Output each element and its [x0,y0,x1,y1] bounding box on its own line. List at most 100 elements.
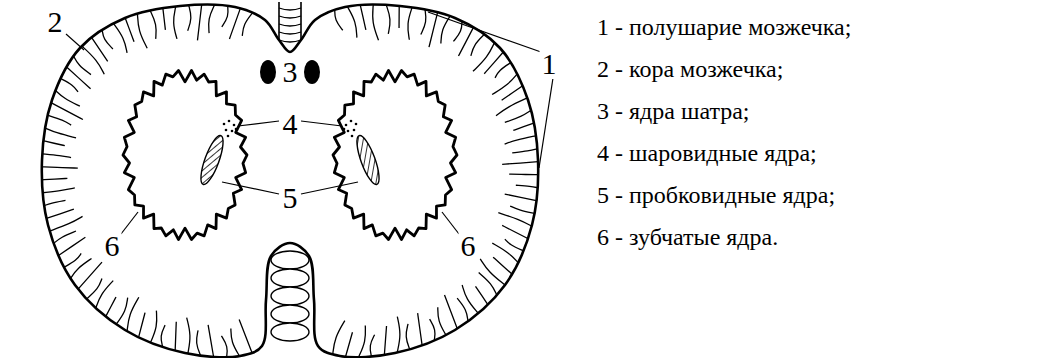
folium-line [221,336,227,357]
folium-line [231,328,240,356]
globose-dot [345,124,348,127]
key-line: 4 - шаровидные ядра; [597,141,817,165]
callout-number: 5 [281,183,300,213]
folium-line [445,295,458,329]
key-line: 1 - полушарие мозжечка; [597,15,851,39]
folium-line [125,18,134,42]
folium-line [42,154,71,158]
folium-line [242,13,252,36]
folium-line [408,7,412,39]
folium-line [516,185,538,187]
folium-line [398,6,399,28]
folium-line [116,298,128,325]
folium-line [406,324,410,349]
folium-line [113,23,127,53]
folium-line [502,225,528,238]
folium-line [174,6,177,38]
folium-line [370,335,374,357]
folium-line [127,297,139,331]
folium-line [67,67,91,89]
folium-line [64,253,81,267]
globose-dot [353,129,356,132]
leader-line [539,78,553,168]
folium-line [139,313,145,338]
vermis-top [279,2,301,42]
leader-line [66,34,84,50]
key-line: 5 - пробковидные ядра; [597,183,835,207]
folium-line [493,257,512,274]
callout-number: 6 [103,231,122,261]
folium-line [222,6,228,27]
folium-line [55,90,79,106]
folium-line [386,5,390,34]
folium-line [208,325,213,357]
dentate-nucleus [333,70,457,239]
vermis-oval [271,269,309,287]
folium-line [347,7,357,38]
folium-line [58,237,85,255]
folium-line [74,56,91,75]
folium-line [480,259,505,285]
callout-number: 2 [46,7,65,37]
emboliform-nucleus [353,133,384,187]
callout-number: 3 [281,57,300,87]
folium-line [51,103,83,120]
folium-line [61,78,78,91]
folium-line [471,34,485,56]
globose-dot [228,120,231,123]
folium-line [46,209,73,218]
globose-dot [347,130,350,133]
folium-line [44,200,65,205]
folium-line [163,8,166,30]
fastigial-nucleus [304,60,320,84]
folium-line [50,216,83,231]
folium-line [429,12,438,47]
folium-line [45,128,76,138]
folium-line [510,206,534,213]
folium-line [43,141,64,146]
folium-line [87,279,102,299]
folium-line [96,281,113,308]
folium-line [473,42,495,71]
folium-line [505,194,537,201]
key-line: 2 - кора мозжечка; [597,57,783,81]
folium-line [438,307,446,335]
folium-line [239,319,252,353]
vermis-oval [271,287,309,305]
folium-line [513,123,534,130]
leader-line [238,121,279,126]
folium-line [42,178,67,179]
folium-line [197,330,201,355]
folium-line [333,321,345,355]
folium-line [78,262,102,289]
folium-line [430,319,435,341]
callout-number: 6 [459,231,478,261]
folium-line [71,258,92,278]
folium-line [505,110,531,122]
folium-line [54,231,76,243]
folium-line [421,9,426,34]
folium-line [360,5,366,30]
folium-line [462,285,478,313]
folium-line [43,188,75,193]
folium-line [373,5,379,41]
folium-line [137,14,147,49]
globose-dot [227,135,230,138]
globose-dot [355,123,358,126]
globose-dot [343,128,346,131]
folium-line [358,325,365,357]
globose-dot [231,130,234,133]
vermis-oval [271,251,309,269]
globose-dot [223,123,226,126]
folium-line [505,239,524,251]
globose-dot [225,129,228,132]
leader-line [301,121,342,126]
folium-line [188,5,191,30]
folium-line [197,5,201,41]
folium-line [505,136,536,144]
globose-dot [233,124,236,127]
folium-line [346,332,353,357]
key-line: 3 - ядра шатра; [597,99,750,123]
folium-line [42,167,78,168]
